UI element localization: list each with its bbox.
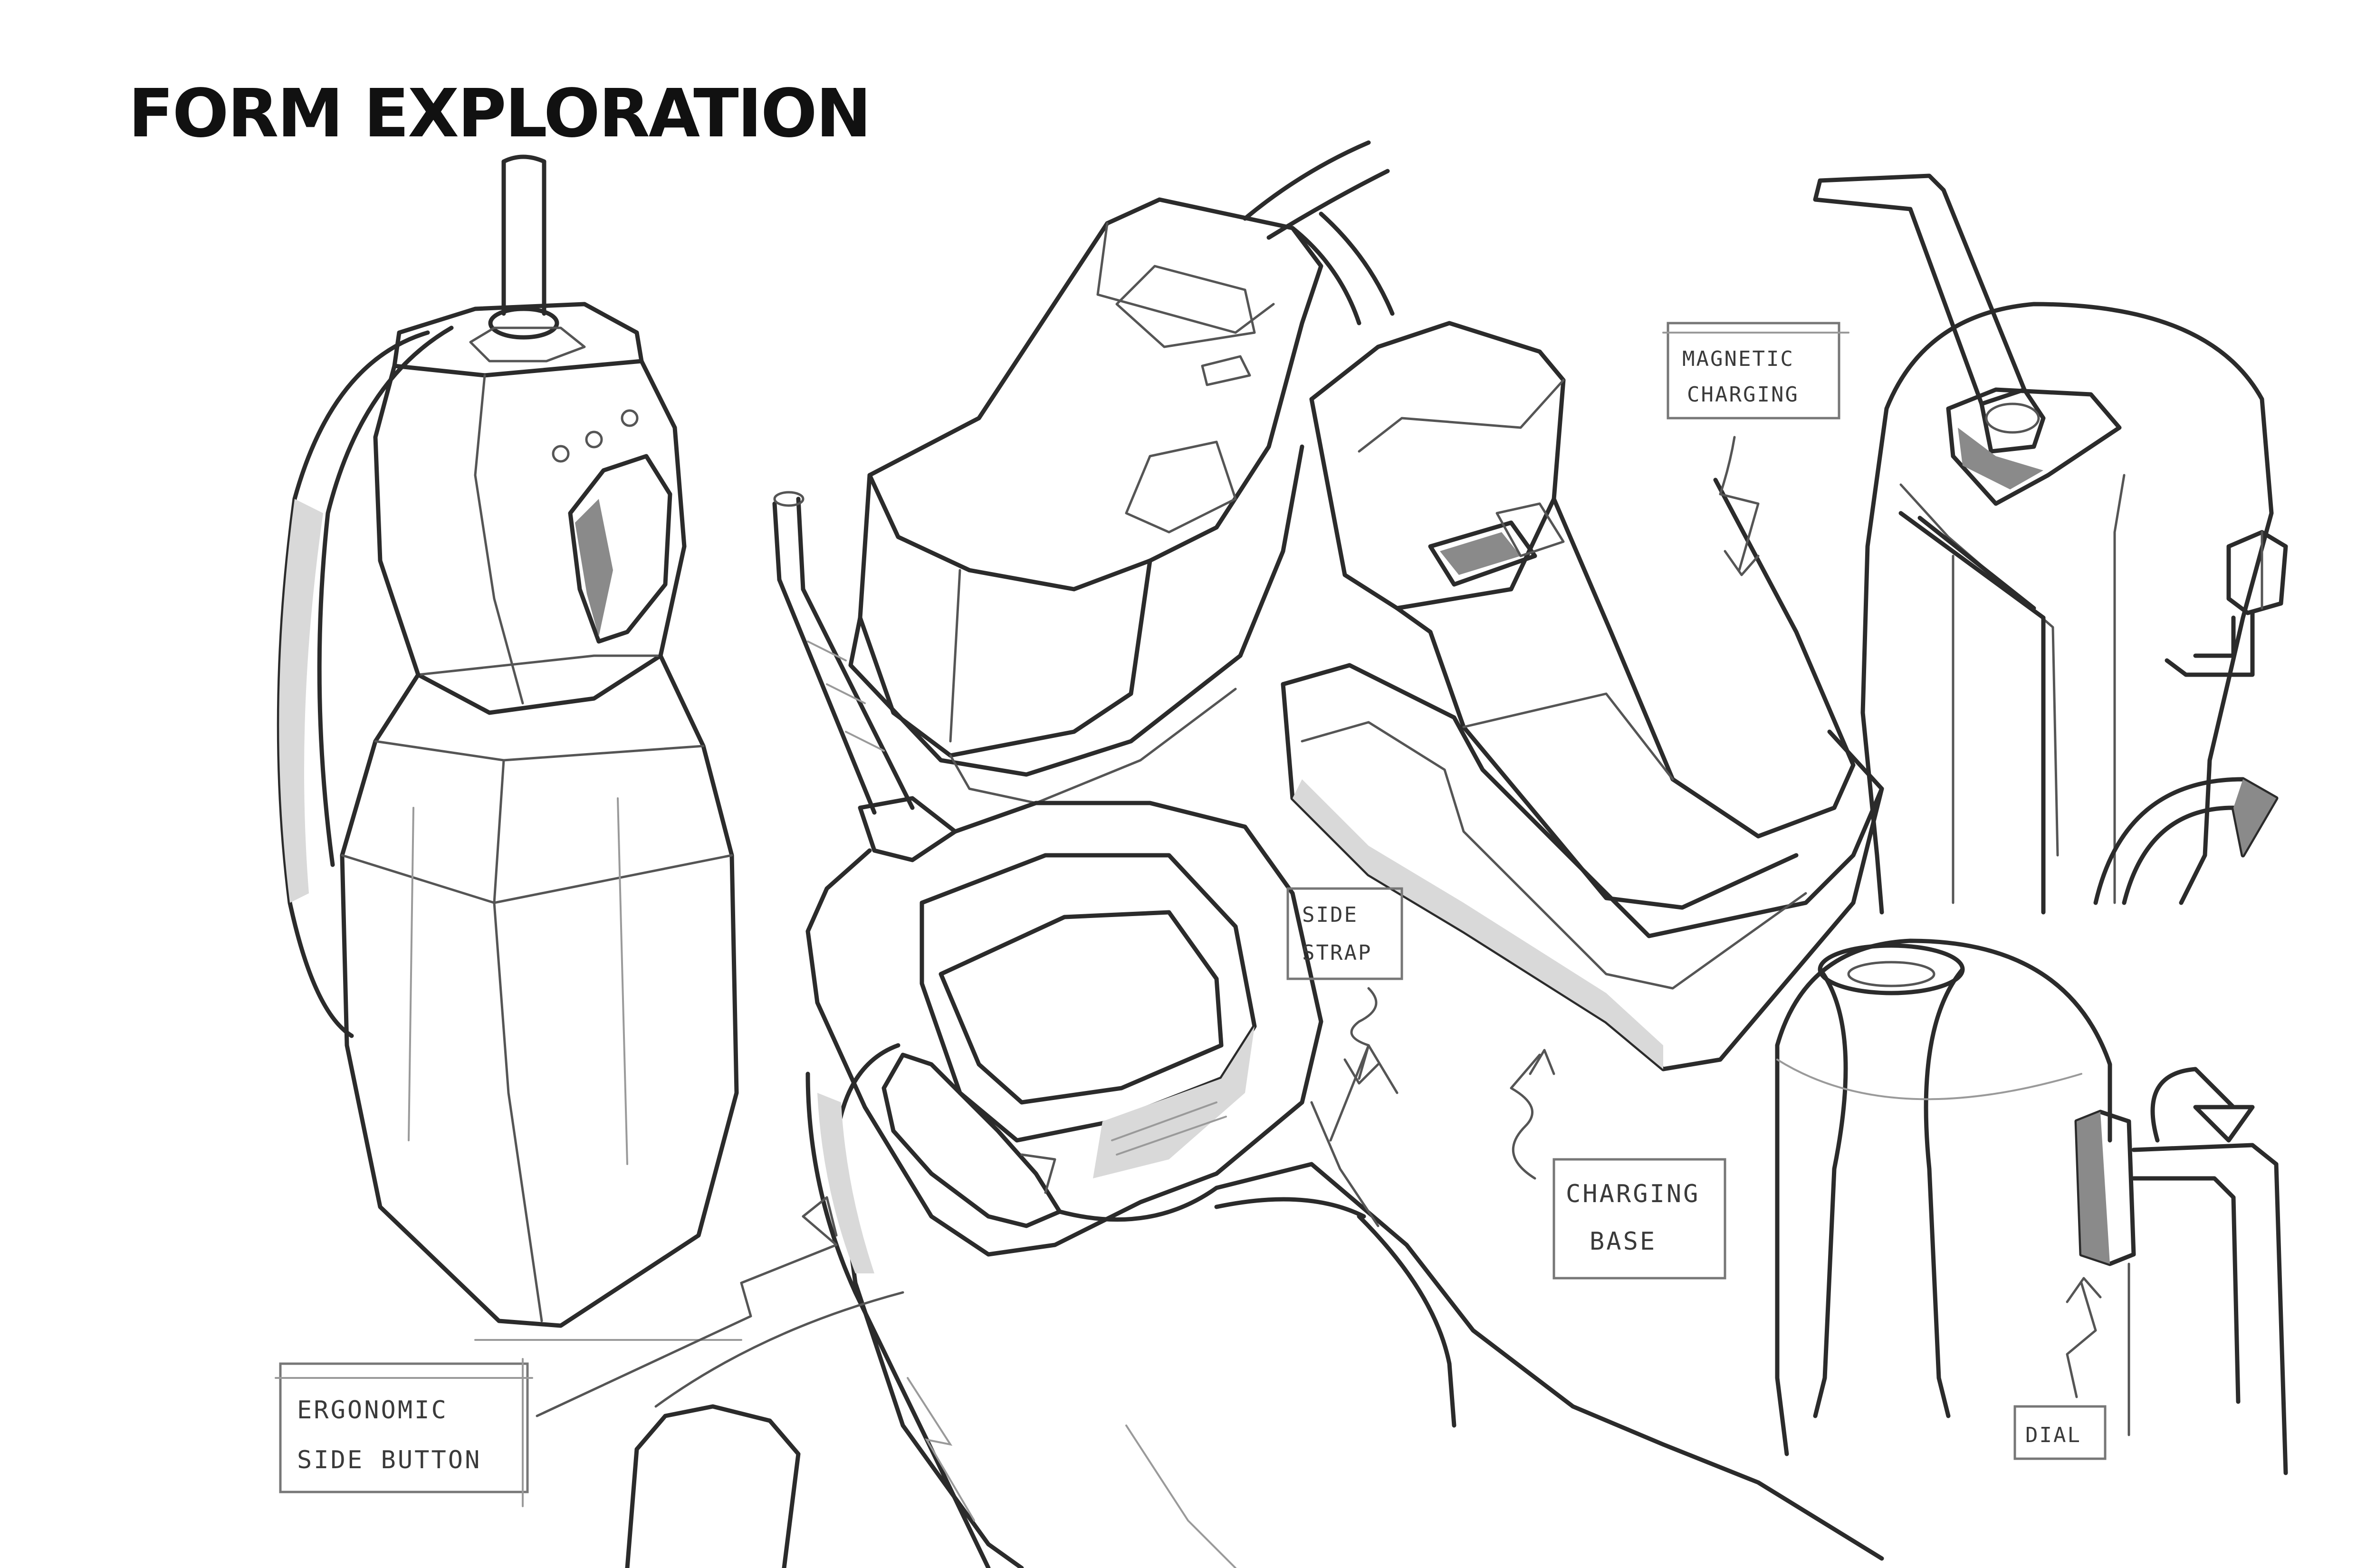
cylinder-tube-sketch (1813, 173, 2288, 915)
squiggle-arrow (536, 1215, 838, 1417)
handheld-in-hand-sketch (625, 491, 1884, 1568)
squiggle-arrow (1510, 1053, 1541, 1180)
callout-ergonomic-line2: SIDE BUTTON (297, 1446, 481, 1474)
callout-side-strap-line1: SIDE (1302, 903, 1358, 927)
callout-side-strap: SIDE STRAP (1286, 887, 1403, 1085)
callout-ergonomic-line1: ERGONOMIC (297, 1396, 448, 1425)
callout-side-strap-line2: STRAP (1302, 941, 1372, 965)
callout-charging-base-line2: BASE (1590, 1227, 1657, 1256)
callout-dial: DIAL (2013, 1277, 2107, 1460)
callout-ergonomic-side-button: ERGONOMIC SIDE BUTTON (275, 1196, 838, 1507)
page-title: FORM EXPLORATION (128, 75, 872, 153)
callout-charging-base: CHARGING BASE (1510, 1049, 1726, 1280)
callout-magnetic-line1: MAGNETIC (1682, 347, 1794, 371)
callout-dial-line1: DIAL (2025, 1423, 2081, 1447)
bottle-device-sketch (277, 154, 742, 1341)
charging-unit-sketch (848, 140, 1884, 1071)
callout-charging-base-line1: CHARGING (1566, 1180, 1700, 1208)
dial-dome-sketch (1775, 938, 2288, 1475)
callout-magnetic-charging: MAGNETIC CHARGING (1662, 322, 1849, 576)
squiggle-arrow (1719, 436, 1760, 572)
squiggle-arrow (1350, 987, 1378, 1080)
squiggle-arrow (2066, 1281, 2097, 1398)
callout-magnetic-line2: CHARGING (1687, 382, 1799, 407)
